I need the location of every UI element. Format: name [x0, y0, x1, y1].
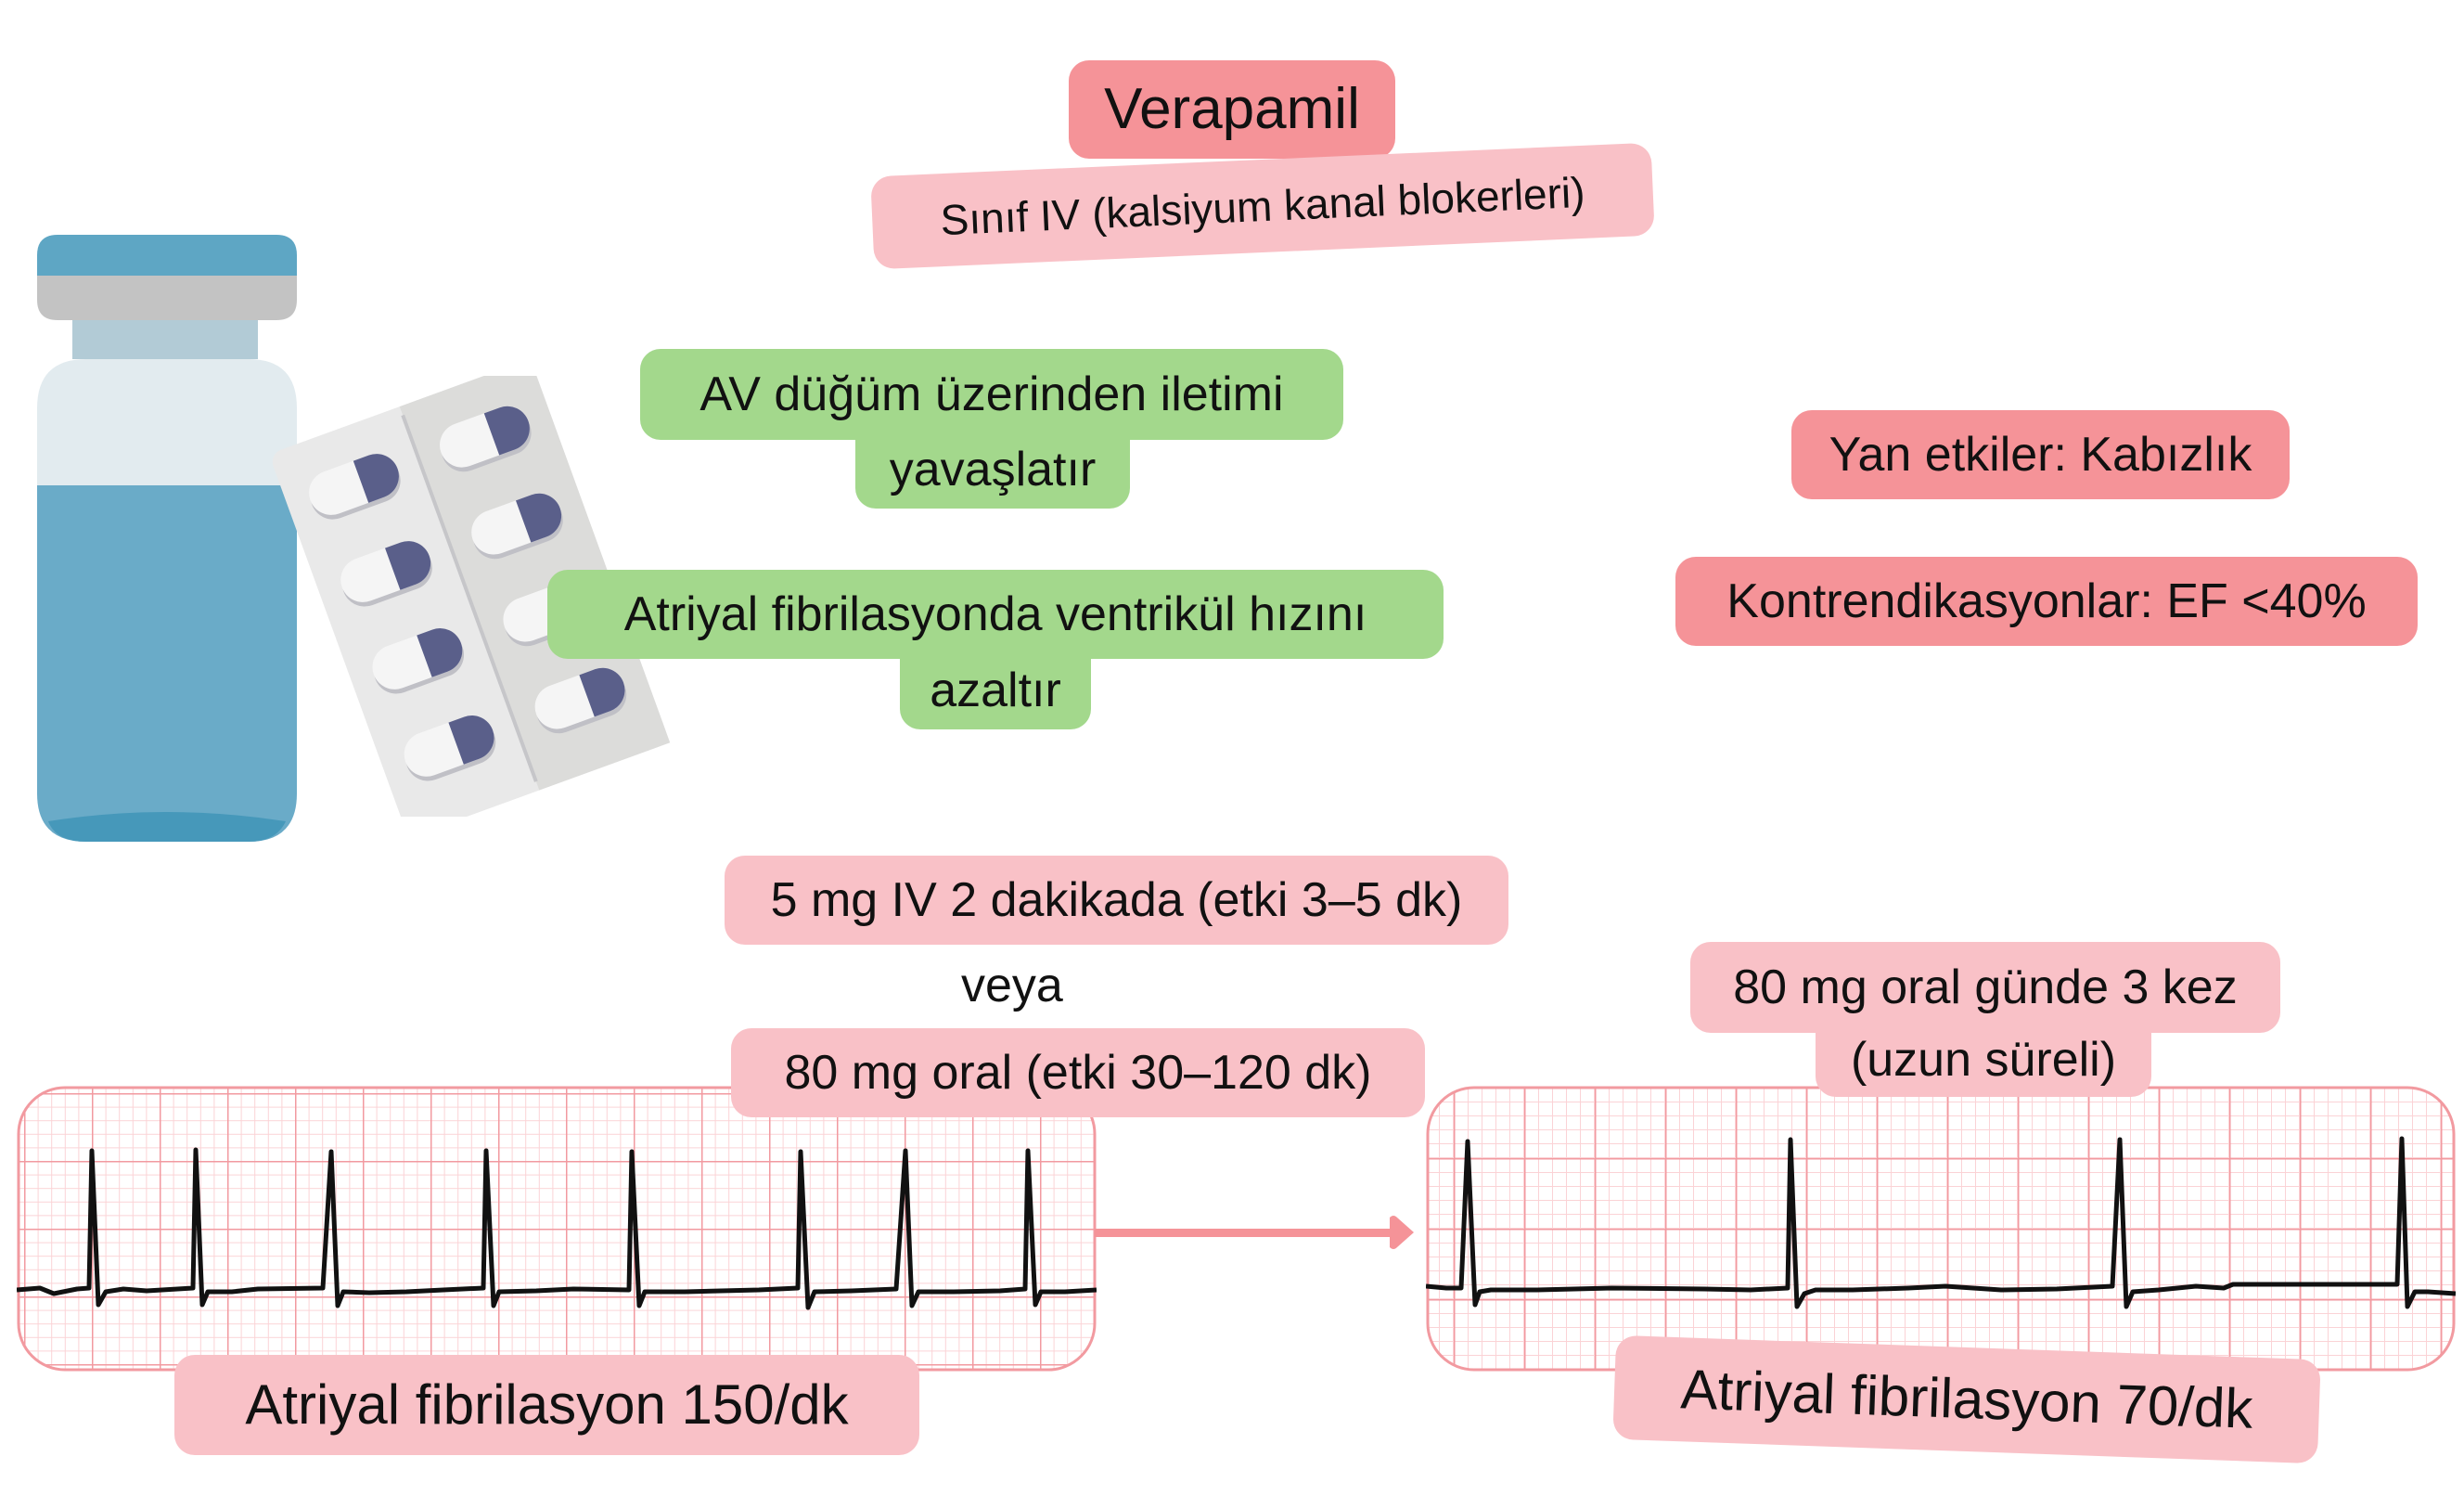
drug-class-text: Sınıf IV (kalsiyum kanal blokerleri) — [939, 167, 1586, 245]
dose-iv-label: 5 mg IV 2 dakikada (etki 3–5 dk) — [725, 856, 1508, 945]
effect-av-node-line2: yavaşlatır — [855, 427, 1130, 509]
ecg-strip-after — [1426, 1086, 2456, 1372]
arrow-right-icon — [1095, 1216, 1414, 1249]
dose-separator-text: veya — [961, 959, 1063, 1012]
ecg-before-label: Atriyal fibrilasyon 150/dk — [174, 1355, 919, 1455]
effect-ventricular-rate-line2: azaltır — [900, 648, 1091, 729]
effect-ventricular-rate-line1: Atriyal fibrilasyonda ventrikül hızını — [547, 570, 1444, 659]
contraindications-label: Kontrendikasyonlar: EF <40% — [1675, 557, 2418, 646]
dose-oral-maintenance-line1: 80 mg oral günde 3 kez — [1690, 942, 2280, 1033]
effect-av-node-line1: AV düğüm üzerinden iletimi — [640, 349, 1343, 440]
drug-name-text: Verapamil — [1104, 77, 1360, 141]
drug-class-label: Sınıf IV (kalsiyum kanal blokerleri) — [870, 142, 1655, 270]
medicine-vial-icon — [37, 235, 297, 842]
side-effects-label: Yan etkiler: Kabızlık — [1791, 410, 2290, 499]
drug-name-title: Verapamil — [1069, 60, 1395, 159]
dose-oral-acute-label: 80 mg oral (etki 30–120 dk) — [731, 1028, 1425, 1117]
dose-oral-maintenance-line2: (uzun süreli) — [1816, 1021, 2151, 1097]
ecg-strip-before — [17, 1086, 1097, 1372]
pill-blister-pack-icon — [272, 376, 671, 817]
ecg-trace-after — [1426, 1136, 2456, 1309]
ecg-trace-before — [17, 1147, 1097, 1310]
